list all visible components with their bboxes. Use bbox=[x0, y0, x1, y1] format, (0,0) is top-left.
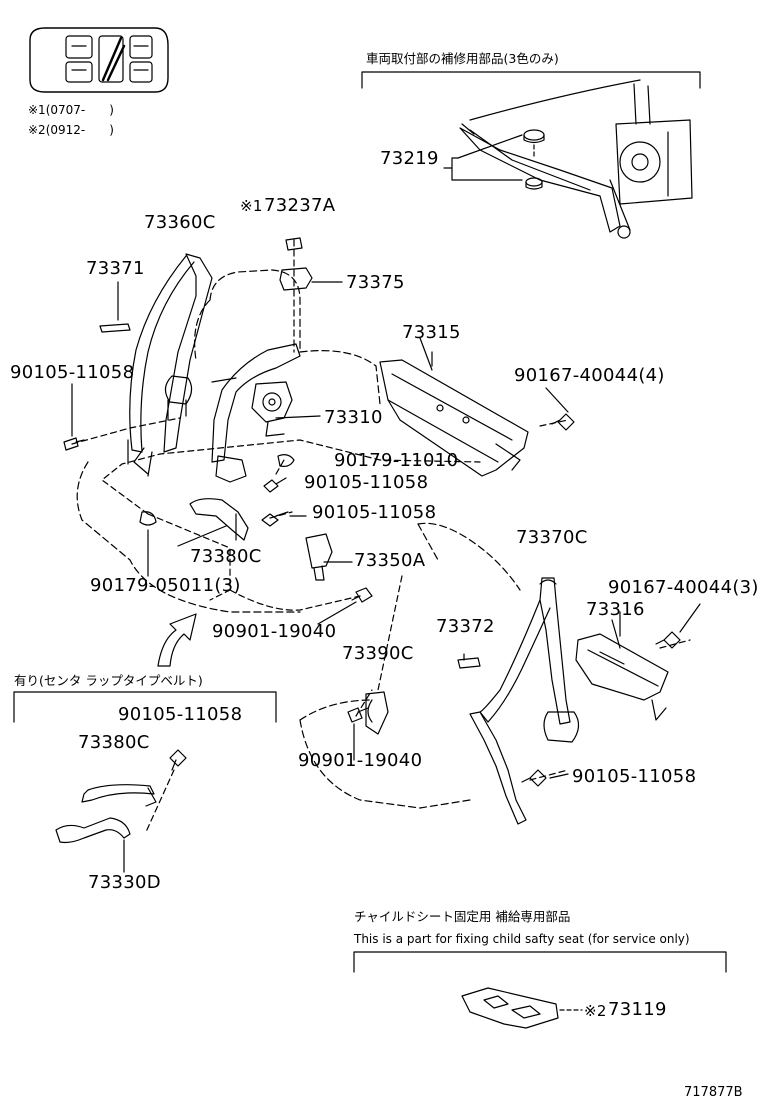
part-label-73330D[interactable]: 73330D bbox=[88, 872, 161, 893]
part-mark-73237A: ※1 bbox=[240, 197, 263, 215]
center-lap-caption: 有り(センタ ラップタイプベルト) bbox=[14, 673, 203, 688]
part-73330D-lap-belt bbox=[55, 817, 131, 873]
part-73119-plate bbox=[461, 987, 583, 1029]
dashed-reference-lines bbox=[71, 239, 691, 833]
part-label-90901-19040-a[interactable]: 90901-19040 bbox=[212, 621, 337, 642]
part-label-90179-05011-3[interactable]: 90179-05011(3) bbox=[90, 575, 241, 596]
part-label-73380C-a[interactable]: 73380C bbox=[190, 546, 262, 567]
part-73237A-73375 bbox=[279, 237, 343, 291]
part-73350A-buckle bbox=[305, 533, 353, 581]
child-seat-caption-line bbox=[353, 951, 727, 973]
top-bracket-caption-line bbox=[361, 71, 701, 89]
front-seat-outline bbox=[76, 269, 381, 613]
part-label-90167-40044-3[interactable]: 90167-40044(3) bbox=[608, 577, 759, 598]
part-label-90105-11058-a[interactable]: 90105-11058 bbox=[10, 362, 135, 383]
part-label-90105-11058-d[interactable]: 90105-11058 bbox=[118, 704, 243, 725]
part-label-73375[interactable]: 73375 bbox=[346, 272, 405, 293]
part-label-90105-11058-c[interactable]: 90105-11058 bbox=[312, 502, 437, 523]
part-label-73310[interactable]: 73310 bbox=[324, 407, 383, 428]
part-label-90167-40044-4[interactable]: 90167-40044(4) bbox=[514, 365, 665, 386]
part-73380C-lower-belt bbox=[81, 784, 157, 807]
part-label-73237A[interactable]: 73237A bbox=[264, 195, 336, 216]
part-73310-retractor bbox=[211, 343, 321, 483]
child-seat-caption-jp: チャイルドシート固定用 補給専用部品 bbox=[354, 909, 571, 924]
diagram-id: 717877B bbox=[684, 1085, 743, 1100]
part-73219-fasteners bbox=[443, 129, 545, 190]
part-label-73372[interactable]: 73372 bbox=[436, 616, 495, 637]
part-label-73380C-b[interactable]: 73380C bbox=[78, 732, 150, 753]
variant-note-2: ※2(0912- ) bbox=[28, 123, 114, 137]
part-label-90105-11058-b[interactable]: 90105-11058 bbox=[304, 472, 429, 493]
part-73371-plate bbox=[99, 281, 131, 333]
part-mark-73119: ※2 bbox=[584, 1002, 607, 1020]
part-73370C-rear-belt bbox=[469, 577, 580, 825]
part-label-90105-11058-e[interactable]: 90105-11058 bbox=[572, 766, 697, 787]
part-label-73219[interactable]: 73219 bbox=[380, 148, 439, 169]
vehicle-body-anchor-drawing bbox=[459, 79, 693, 239]
part-label-73390C[interactable]: 73390C bbox=[342, 643, 414, 664]
part-73315-cover bbox=[379, 337, 529, 477]
part-label-73316[interactable]: 73316 bbox=[586, 599, 645, 620]
part-label-90901-19040-b[interactable]: 90901-19040 bbox=[298, 750, 423, 771]
vehicle-seat-layout-icon bbox=[29, 27, 169, 93]
part-73316-cover bbox=[575, 619, 669, 721]
part-label-73350A[interactable]: 73350A bbox=[354, 550, 426, 571]
part-label-73119[interactable]: 73119 bbox=[608, 999, 667, 1020]
part-73390C-buckle bbox=[365, 691, 389, 735]
part-label-90179-11010[interactable]: 90179-11010 bbox=[334, 450, 459, 471]
center-lap-caption-line bbox=[13, 691, 277, 723]
variant-note-1: ※1(0707- ) bbox=[28, 103, 114, 117]
part-73372-plate bbox=[457, 653, 481, 669]
part-label-73370C[interactable]: 73370C bbox=[516, 527, 588, 548]
bolt-icons bbox=[63, 413, 681, 787]
part-label-73371[interactable]: 73371 bbox=[86, 258, 145, 279]
leader-lines bbox=[71, 351, 701, 779]
part-73380C-buckle bbox=[189, 498, 249, 541]
child-seat-caption-en: This is a part for fixing child safty se… bbox=[354, 932, 690, 946]
part-label-73360C[interactable]: 73360C bbox=[144, 212, 216, 233]
top-bracket-caption: 車両取付部の補修用部品(3色のみ) bbox=[366, 51, 559, 66]
part-73360C-shoulder-belt bbox=[127, 253, 213, 477]
up-arrow-icon bbox=[157, 613, 197, 667]
rear-seat-outline bbox=[299, 522, 521, 809]
part-label-73315[interactable]: 73315 bbox=[402, 322, 461, 343]
